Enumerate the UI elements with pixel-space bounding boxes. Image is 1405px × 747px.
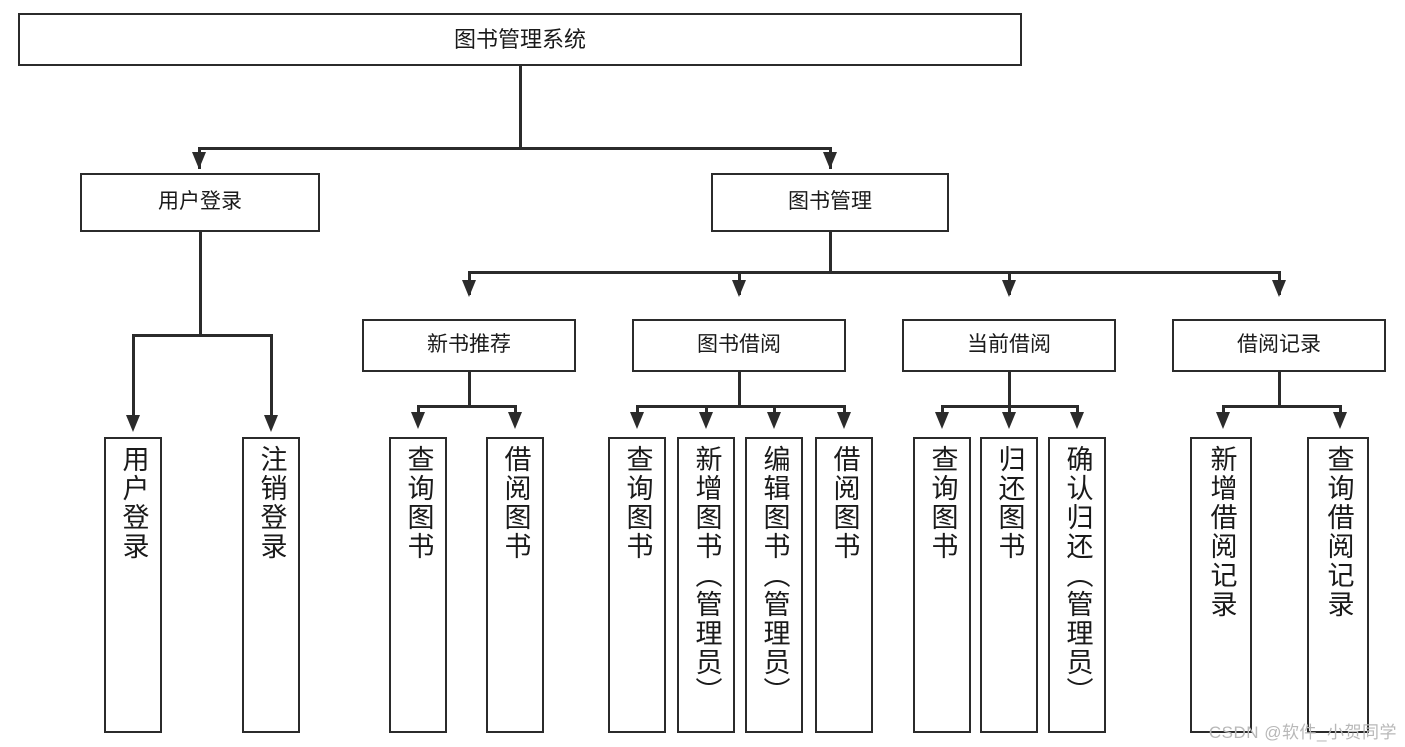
- node-label: 图书借阅: [697, 333, 781, 357]
- connector-new-book-stem: [468, 372, 471, 406]
- arrow-bb-child-4: [837, 412, 851, 429]
- node-current-borrow[interactable]: 当前借阅: [902, 319, 1116, 372]
- arrow-user-login-child-2: [264, 415, 278, 432]
- arrow-bb-child-3: [767, 412, 781, 429]
- leaf-borrow-add-book-admin[interactable]: 新增图书（管理员）: [677, 437, 735, 733]
- connector-current-borrow-stem: [1008, 372, 1011, 406]
- node-label: 用户登录: [118, 445, 149, 561]
- connector-book-borrow-stem: [738, 372, 741, 406]
- arrow-nb-child-1: [411, 412, 425, 429]
- arrow-bb-child-2: [699, 412, 713, 429]
- node-label: 确认归还（管理员）: [1062, 445, 1093, 706]
- leaf-newbook-borrow-books[interactable]: 借阅图书: [486, 437, 544, 733]
- leaf-logout[interactable]: 注销登录: [242, 437, 300, 733]
- leaf-current-return-books[interactable]: 归还图书: [980, 437, 1038, 733]
- arrow-bm-child-1: [462, 280, 476, 297]
- connector-user-login-child-2: [270, 334, 273, 422]
- node-borrow-records[interactable]: 借阅记录: [1172, 319, 1386, 372]
- leaf-borrow-edit-book-admin[interactable]: 编辑图书（管理员）: [745, 437, 803, 733]
- connector-root-bar: [198, 147, 832, 150]
- node-label: 借阅图书: [500, 445, 531, 561]
- node-label: 注销登录: [256, 445, 287, 561]
- connector-book-management-stem: [829, 232, 832, 273]
- connector-borrow-records-stem: [1278, 372, 1281, 406]
- arrow-cb-child-1: [935, 412, 949, 429]
- node-label: 新增图书（管理员）: [691, 445, 722, 706]
- connector-borrow-records-bar: [1222, 405, 1339, 408]
- arrow-root-to-user-login: [192, 152, 206, 169]
- connector-root-stem: [519, 66, 522, 148]
- arrow-bm-child-2: [732, 280, 746, 297]
- node-label: 图书管理系统: [453, 26, 586, 52]
- node-label: 用户登录: [158, 190, 242, 214]
- connector-book-borrow-bar: [636, 405, 845, 408]
- connector-user-login-stem: [199, 232, 202, 335]
- arrow-cb-child-3: [1070, 412, 1084, 429]
- arrow-root-to-book-management: [823, 152, 837, 169]
- leaf-records-add-record[interactable]: 新增借阅记录: [1190, 437, 1252, 733]
- connector-user-login-child-1: [132, 334, 135, 422]
- connector-user-login-bar: [132, 334, 272, 337]
- node-label: 新增借阅记录: [1206, 445, 1237, 619]
- leaf-newbook-query-books[interactable]: 查询图书: [389, 437, 447, 733]
- node-label: 新书推荐: [427, 333, 511, 357]
- arrow-nb-child-2: [508, 412, 522, 429]
- node-user-login[interactable]: 用户登录: [80, 173, 320, 232]
- connector-book-management-bar: [468, 271, 1279, 274]
- node-label: 查询图书: [622, 445, 653, 561]
- leaf-user-login[interactable]: 用户登录: [104, 437, 162, 733]
- leaf-borrow-borrow-books[interactable]: 借阅图书: [815, 437, 873, 733]
- node-new-book-recommend[interactable]: 新书推荐: [362, 319, 576, 372]
- arrow-br-child-1: [1216, 412, 1230, 429]
- arrow-cb-child-2: [1002, 412, 1016, 429]
- arrow-bm-child-3: [1002, 280, 1016, 297]
- connector-new-book-bar: [417, 405, 516, 408]
- node-label: 归还图书: [994, 445, 1025, 561]
- node-label: 编辑图书（管理员）: [759, 445, 790, 706]
- node-book-management[interactable]: 图书管理: [711, 173, 949, 232]
- leaf-records-query-record[interactable]: 查询借阅记录: [1307, 437, 1369, 733]
- node-label: 借阅图书: [829, 445, 860, 561]
- leaf-current-query-books[interactable]: 查询图书: [913, 437, 971, 733]
- leaf-borrow-query-books[interactable]: 查询图书: [608, 437, 666, 733]
- node-book-borrow[interactable]: 图书借阅: [632, 319, 846, 372]
- node-label: 图书管理: [788, 190, 872, 214]
- arrow-br-child-2: [1333, 412, 1347, 429]
- node-label: 当前借阅: [967, 333, 1051, 357]
- node-label: 借阅记录: [1237, 333, 1321, 357]
- node-label: 查询图书: [403, 445, 434, 561]
- arrow-user-login-child-1: [126, 415, 140, 432]
- leaf-current-confirm-return-admin[interactable]: 确认归还（管理员）: [1048, 437, 1106, 733]
- node-label: 查询借阅记录: [1323, 445, 1354, 619]
- node-root-book-management-system[interactable]: 图书管理系统: [18, 13, 1022, 66]
- arrow-bb-child-1: [630, 412, 644, 429]
- arrow-bm-child-4: [1272, 280, 1286, 297]
- node-label: 查询图书: [927, 445, 958, 561]
